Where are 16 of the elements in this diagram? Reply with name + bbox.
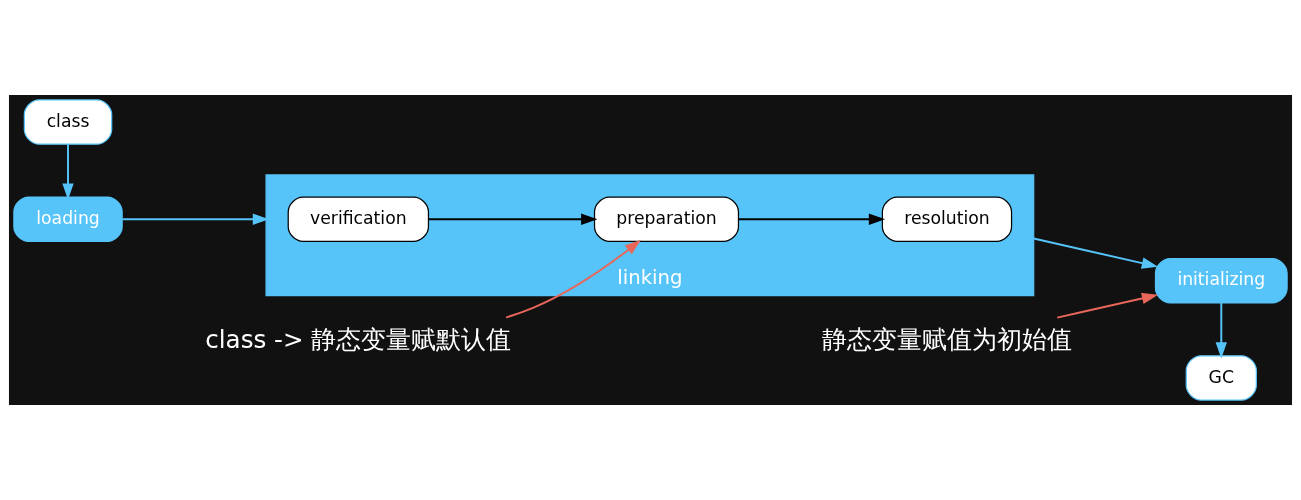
- arrow: [427, 213, 598, 225]
- node-box: loading: [13, 196, 123, 242]
- arrow: [1056, 292, 1159, 319]
- arrow: [505, 239, 642, 319]
- node-box: resolution: [881, 196, 1013, 242]
- node-text: 静态变量赋值为初始值: [821, 325, 1072, 355]
- node-box: preparation: [593, 196, 740, 242]
- arrow: [1215, 301, 1227, 359]
- arrow: [737, 213, 886, 225]
- node-box: GC: [1185, 355, 1257, 401]
- arrow: [1032, 237, 1159, 269]
- node-box: verification: [287, 196, 430, 242]
- node-box: initializing: [1154, 258, 1288, 304]
- node-text: class -> 静态变量赋默认值: [205, 325, 512, 355]
- node-box: class: [23, 99, 113, 145]
- arrow: [62, 143, 74, 200]
